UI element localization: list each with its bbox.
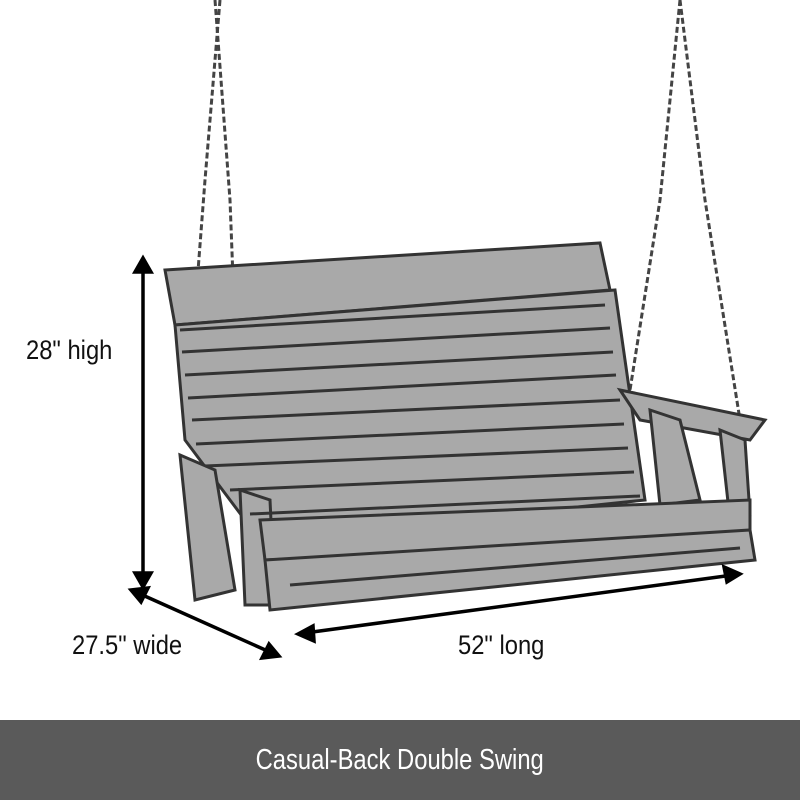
length-label: 52" long xyxy=(458,630,545,660)
length-arrow xyxy=(304,573,734,635)
caption-bar: Casual-Back Double Swing xyxy=(0,720,800,800)
height-label: 28" high xyxy=(26,335,113,365)
dimension-arrows xyxy=(127,254,744,661)
product-title: Casual-Back Double Swing xyxy=(255,743,545,776)
swing-body xyxy=(163,241,768,612)
width-arrow xyxy=(137,591,273,655)
width-label: 27.5" wide xyxy=(72,630,183,660)
back-slats xyxy=(179,303,741,587)
swing-illustration xyxy=(127,0,768,661)
